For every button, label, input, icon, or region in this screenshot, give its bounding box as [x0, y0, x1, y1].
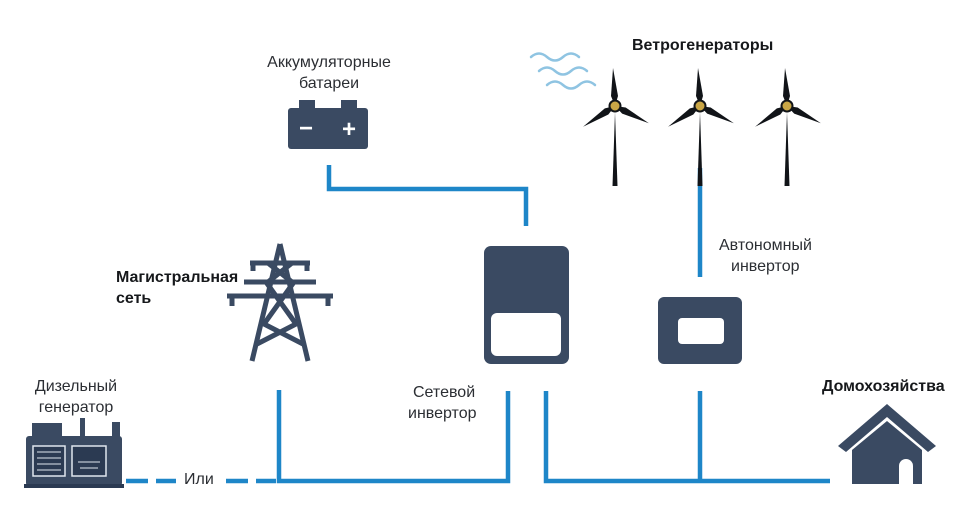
diesel-generator-label-line2: генератор [38, 399, 114, 416]
batteries-label-line1: Аккумуляторные [267, 54, 391, 71]
battery-icon: − + [288, 100, 368, 149]
or-label: Или [184, 471, 214, 488]
offgrid-inverter-icon [658, 297, 742, 364]
wind-turbine-icon [664, 67, 736, 187]
grid-inverter-label: Сетевой инвертор [408, 382, 476, 424]
battery-to-grid-inverter-line [326, 165, 529, 226]
house-icon [838, 404, 936, 484]
grid-inverter-label-line1: Сетевой [413, 384, 476, 401]
wind-waves-icon [529, 52, 597, 90]
main-grid-label: Магистральная сеть [116, 267, 238, 309]
batteries-label: Аккумуляторные батареи [252, 52, 406, 94]
grid-inverter-icon [484, 246, 569, 364]
wind-generators-label: Ветрогенераторы [632, 37, 774, 54]
diesel-generator-icon [24, 418, 124, 488]
grid-inverter-to-household-line [543, 391, 830, 484]
main-grid-label-line2: сеть [116, 290, 152, 307]
battery-plus-sign: + [342, 116, 356, 143]
households-label: Домохозяйства [822, 378, 945, 395]
diesel-generator-label-line1: Дизельный [34, 378, 118, 395]
diesel-generator-label: Дизельный генератор [20, 376, 132, 418]
battery-minus-sign: − [299, 115, 313, 142]
grid-inverter-label-line2: инвертор [408, 405, 477, 422]
offgrid-inverter-label-line1: Автономный [719, 237, 812, 254]
connection-lines [126, 165, 830, 484]
offgrid-inverter-label: Автономный инвертор [719, 235, 812, 277]
pylon-to-grid-inverter-line [276, 390, 511, 484]
main-grid-label-line1: Магистральная [116, 269, 239, 286]
batteries-label-line2: батареи [298, 75, 360, 92]
wind-turbine-icon [751, 67, 823, 187]
power-pylon-icon [227, 243, 333, 362]
offgrid-inverter-label-line2: инвертор [731, 258, 800, 275]
wind-turbine-icon [579, 67, 651, 187]
